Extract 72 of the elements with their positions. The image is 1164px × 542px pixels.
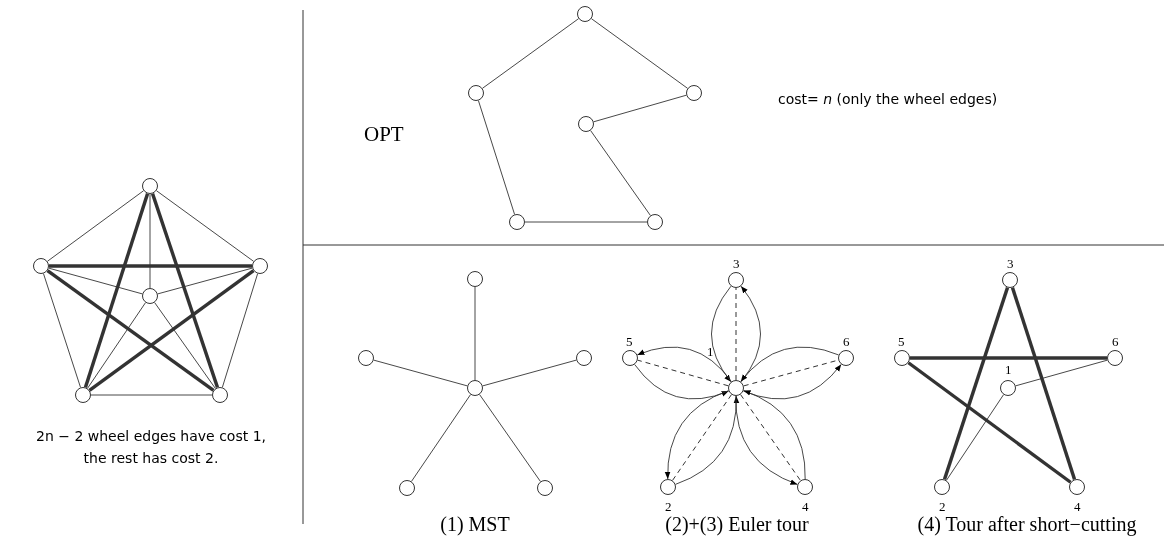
vertex-number: 5 bbox=[898, 335, 905, 349]
vertex-number: 4 bbox=[802, 500, 809, 514]
cost-note: 2n − 2 wheel edges have cost 1, the rest has cost 2. bbox=[34, 427, 268, 469]
panel-caption: (2)+(3) Euler tour bbox=[664, 512, 810, 536]
edge-line bbox=[411, 394, 471, 482]
edge-line bbox=[87, 302, 146, 389]
edge-line bbox=[154, 302, 216, 389]
edge-line bbox=[149, 193, 151, 289]
edge-line bbox=[150, 193, 220, 388]
edge-line bbox=[946, 394, 1004, 481]
edge-line bbox=[479, 394, 541, 482]
panel-caption: (1) MST bbox=[439, 512, 511, 536]
edge-line bbox=[49, 264, 252, 268]
vertex-circle bbox=[468, 85, 484, 101]
edge-line bbox=[474, 286, 476, 381]
edge-line bbox=[524, 221, 648, 223]
vertex-circle bbox=[467, 380, 483, 396]
vertex-circle bbox=[576, 350, 592, 366]
edge-line bbox=[221, 273, 259, 388]
edge-line bbox=[157, 267, 253, 295]
edge-line bbox=[48, 267, 143, 295]
vertex-circle bbox=[537, 480, 553, 496]
edge-line bbox=[482, 359, 577, 387]
vertex-circle bbox=[509, 214, 525, 230]
vertex-number: 2 bbox=[665, 500, 672, 514]
vertex-number: 4 bbox=[1074, 500, 1081, 514]
vertex-number: 5 bbox=[626, 335, 633, 349]
vertex-circle bbox=[647, 214, 663, 230]
vertex-number: 3 bbox=[733, 257, 740, 271]
dashed-line bbox=[637, 359, 729, 387]
vertex-number: 3 bbox=[1007, 257, 1014, 271]
vertex-circle bbox=[467, 271, 483, 287]
edge-line bbox=[590, 130, 651, 216]
dashed-line bbox=[743, 359, 839, 387]
edge-line bbox=[90, 394, 213, 396]
vertex-circle bbox=[686, 85, 702, 101]
cost-note: cost= n (only the wheel edges) bbox=[778, 90, 999, 109]
edge-line bbox=[591, 18, 688, 89]
edge-line bbox=[373, 359, 468, 387]
vertex-circle bbox=[578, 116, 594, 132]
edge-line bbox=[88, 269, 255, 392]
edge-line bbox=[47, 190, 144, 262]
panel-title: OPT bbox=[364, 121, 405, 148]
edge-line bbox=[1015, 359, 1108, 387]
vertex-circle bbox=[358, 350, 374, 366]
edge-line bbox=[46, 269, 215, 392]
vertex-circle bbox=[212, 387, 228, 403]
edge-line bbox=[910, 356, 1107, 360]
edge-line bbox=[43, 273, 81, 388]
edge-line bbox=[907, 361, 1072, 484]
vertex-number: 6 bbox=[1112, 335, 1119, 349]
vertex-circle bbox=[577, 6, 593, 22]
dashed-line bbox=[672, 394, 732, 481]
edge-line bbox=[482, 18, 579, 89]
vertex-circle bbox=[142, 178, 158, 194]
panel-caption: (4) Tour after short−cutting bbox=[916, 512, 1138, 536]
edge-line bbox=[593, 94, 687, 123]
vertex-number: 6 bbox=[843, 335, 850, 349]
vertex-number: 1 bbox=[1005, 363, 1012, 377]
edge-line bbox=[156, 190, 254, 262]
edge-line bbox=[942, 287, 1010, 480]
vertex-circle bbox=[33, 258, 49, 274]
edge-line bbox=[1010, 287, 1077, 480]
vertex-number: 2 bbox=[939, 500, 946, 514]
vertex-circle bbox=[75, 387, 91, 403]
vertex-number: 1 bbox=[707, 345, 714, 359]
edge-line bbox=[83, 193, 150, 388]
vertex-circle bbox=[399, 480, 415, 496]
vertex-circle bbox=[252, 258, 268, 274]
dashed-line bbox=[735, 287, 737, 381]
vertex-circle bbox=[142, 288, 158, 304]
edge-line bbox=[477, 100, 516, 215]
